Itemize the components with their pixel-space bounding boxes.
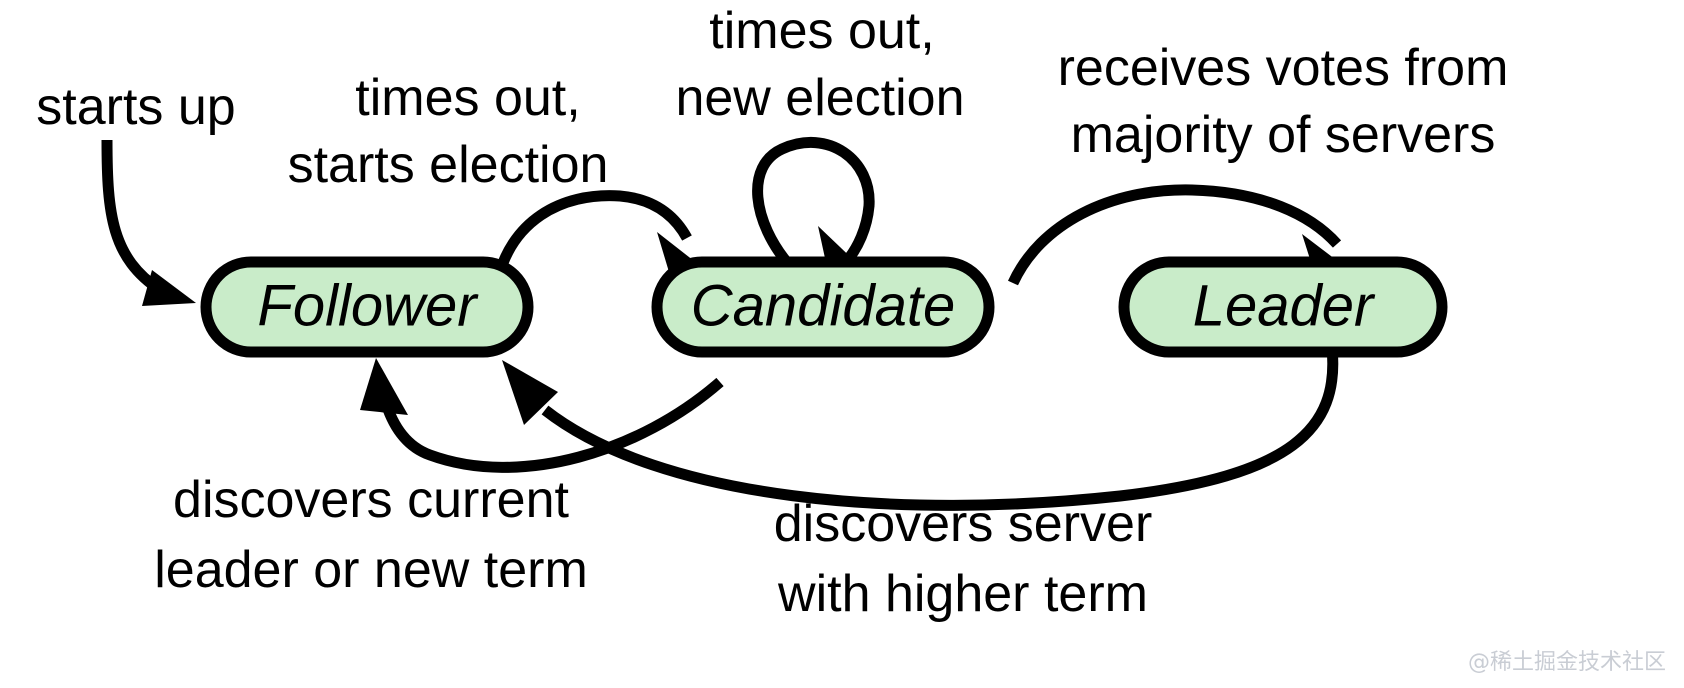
node-candidate-label: Candidate [691,273,955,338]
edge-candidate-to-follower [360,358,724,473]
label-receives-votes-line2: majority of servers [1071,106,1496,164]
label-discovers-server-line1: discovers server [774,495,1153,553]
node-leader-shape [1118,256,1448,358]
node-follower-label: Follower [257,273,479,338]
edge-leader-to-follower-path [541,347,1339,511]
label-times-out-new-election-line1: times out, [709,2,934,60]
edge-candidate-to-leader-path [1008,184,1342,286]
label-discovers-server-line2: with higher term [777,565,1148,623]
edge-candidate-to-follower-path [379,377,724,473]
edge-candidate-self-loop [752,136,875,272]
edge-follower-to-candidate-path [491,190,692,285]
node-leader[interactable]: Leader [1118,256,1448,358]
edge-start-to-follower [101,139,196,306]
label-times-out-new-election-line2: new election [675,69,964,127]
edge-candidate-self-loop-path [752,136,875,270]
watermark: @稀土掘金技术社区 [1468,650,1666,675]
label-receives-votes-line1: receives votes from [1058,39,1509,97]
label-times-out-starts-election-line1: times out, [355,69,580,127]
label-times-out-starts-election-line2: starts election [288,136,609,194]
node-follower[interactable]: Follower [200,256,534,358]
node-leader-label: Leader [1193,273,1376,338]
edge-leader-to-follower [502,347,1339,511]
node-candidate[interactable]: Candidate [651,256,995,358]
edge-leader-to-follower-arrowhead [502,360,558,425]
node-follower-shape [200,256,534,358]
label-discovers-current-leader-line2: leader or new term [154,541,588,599]
label-starts-up: starts up [36,78,235,136]
edge-candidate-to-follower-arrowhead [360,358,408,415]
node-candidate-shape [651,256,995,358]
edge-start-to-follower-arrowhead [142,270,196,306]
edge-start-to-follower-path [101,139,164,295]
label-discovers-current-leader-line1: discovers current [173,471,569,529]
